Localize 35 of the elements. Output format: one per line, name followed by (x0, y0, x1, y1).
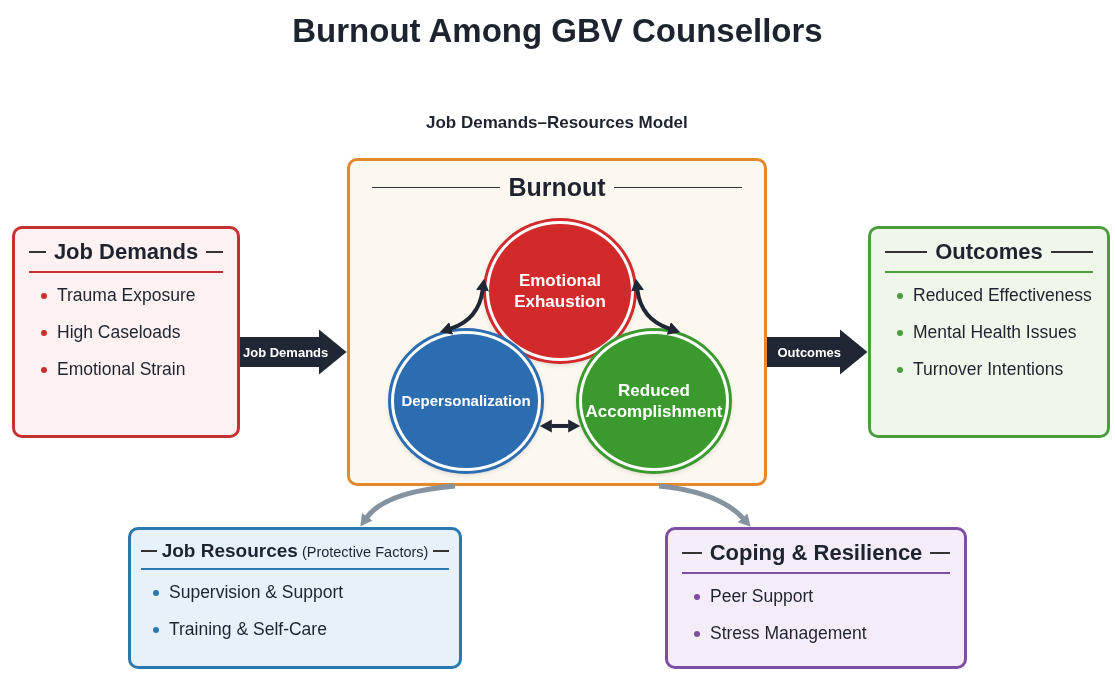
arrow (631, 278, 681, 335)
block-arrow (240, 329, 347, 375)
diagram-title: Burnout Among GBV Counsellors (291, 12, 824, 50)
bullet-item: Reduced Effectiveness (897, 285, 1093, 306)
arrow (359, 483, 456, 527)
coping-box (665, 527, 967, 669)
exhaustion-circle (486, 221, 634, 361)
depersonalization-circle (391, 331, 541, 471)
block-arrow (767, 329, 868, 375)
bullet-item: Peer Support (694, 586, 950, 607)
bullet-item: Training & Self-Care (153, 619, 449, 640)
box-heading: Outcomes (935, 239, 1043, 265)
outcomes-box (868, 226, 1110, 438)
bullet-item: Emotional Strain (41, 359, 223, 380)
demands-box (12, 226, 240, 438)
bullet-item: Trauma Exposure (41, 285, 223, 306)
circle-label: Reduced Accomplishment (584, 379, 724, 423)
box-heading: Job Demands (53, 239, 199, 265)
accomplishment-circle (579, 331, 729, 471)
bullet-item: High Caseloads (41, 322, 223, 343)
arrow (539, 419, 581, 433)
box-heading: Coping & Resilience (709, 540, 923, 566)
bullet-item: Supervision & Support (153, 582, 449, 603)
resources-box (128, 527, 462, 669)
model-caption: Job Demands–Resources Model (426, 113, 688, 133)
bullet-item: Stress Management (694, 623, 950, 644)
arrow (439, 278, 489, 335)
box-heading: Job Resources (Protective Factors) (161, 540, 429, 562)
circle-label: Emotional Exhaustion (513, 269, 607, 313)
bullet-item: Turnover Intentions (897, 359, 1093, 380)
burnout-box (347, 158, 767, 486)
bullet-item: Mental Health Issues (897, 322, 1093, 343)
box-heading: Burnout (508, 173, 606, 202)
arrow (658, 483, 752, 527)
circle-label: Depersonalization (400, 391, 532, 411)
